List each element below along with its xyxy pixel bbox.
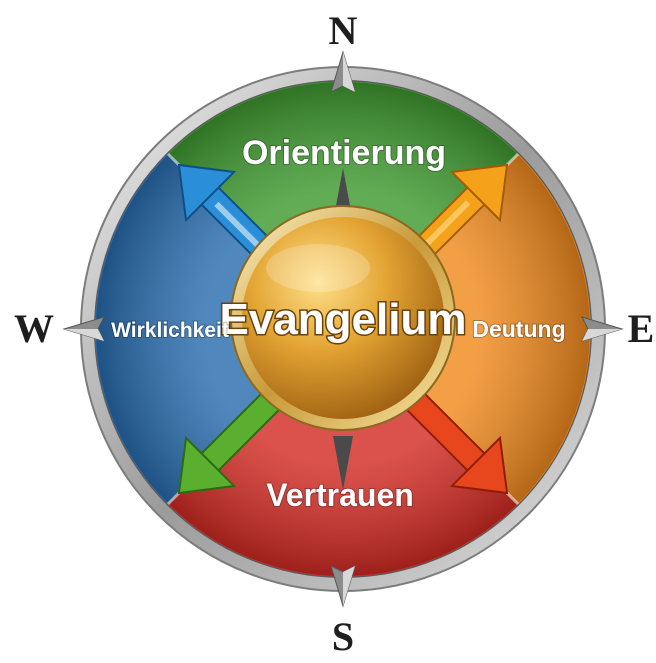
west-pointer bbox=[62, 316, 105, 342]
segment-label-left: Wirklichkeit bbox=[111, 319, 229, 342]
segment-label-bottom: Vertrauen bbox=[266, 477, 414, 513]
segment-label-right: Deutung bbox=[472, 316, 565, 342]
cardinal-south: S bbox=[332, 614, 354, 658]
cardinal-north: N bbox=[329, 8, 358, 53]
east-pointer bbox=[581, 316, 624, 342]
center-label: Evangelium bbox=[220, 295, 467, 344]
segment-label-top: Orientierung bbox=[242, 134, 446, 172]
south-pointer bbox=[330, 565, 356, 608]
cardinal-west: W bbox=[14, 306, 54, 351]
north-pointer bbox=[330, 50, 356, 93]
needle-south bbox=[333, 436, 353, 490]
cardinal-east: E bbox=[628, 306, 655, 351]
center-disc bbox=[242, 217, 444, 419]
